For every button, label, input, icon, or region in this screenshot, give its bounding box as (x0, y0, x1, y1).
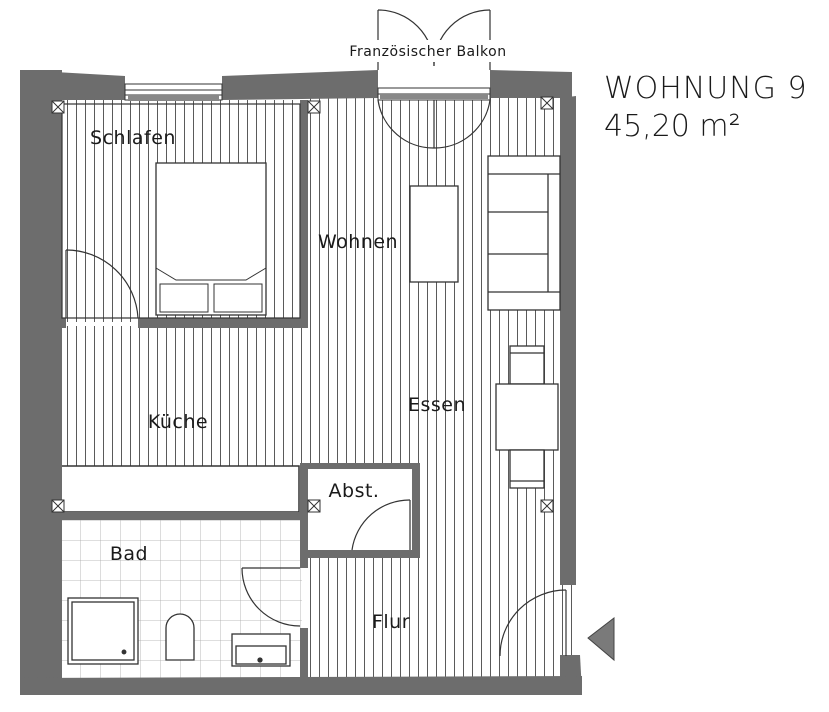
door-entrance (499, 589, 567, 657)
sofa (487, 155, 561, 311)
room-label-wohnen: Wohnen (318, 231, 398, 253)
bed (155, 162, 267, 316)
room-label-flur: Flur (372, 611, 410, 633)
window-schlafen (124, 83, 223, 101)
apartment-title: WOHNUNG 9 45,20 m² (604, 70, 808, 146)
apartment-area: 45,20 m² (604, 109, 741, 144)
apartment-name: WOHNUNG 9 (604, 71, 808, 106)
column-markers (51, 96, 554, 513)
balcony-label: Französischer Balkon (349, 44, 506, 60)
window-balkon (377, 87, 491, 101)
storage-floor (308, 468, 412, 552)
balcony-label-bg (340, 40, 516, 62)
room-label-bad: Bad (110, 543, 148, 565)
room-label-abst: Abst. (329, 480, 380, 502)
shower (67, 597, 139, 665)
room-label-schlafen: Schlafen (90, 127, 176, 149)
room-label-kueche: Küche (148, 411, 208, 433)
door-abst (351, 499, 411, 551)
toilet (165, 613, 195, 661)
door-bad (241, 567, 301, 627)
sink (231, 633, 291, 667)
coffee-table (409, 185, 459, 283)
balcony-door-inner (377, 99, 491, 149)
room-label-essen: Essen (408, 394, 466, 416)
walls (20, 70, 582, 695)
entrance-arrow-icon (587, 616, 615, 662)
door-schlafen (65, 249, 139, 319)
kitchen-counter (58, 465, 300, 513)
dining-set (495, 345, 559, 489)
wall-outlines (61, 103, 301, 319)
